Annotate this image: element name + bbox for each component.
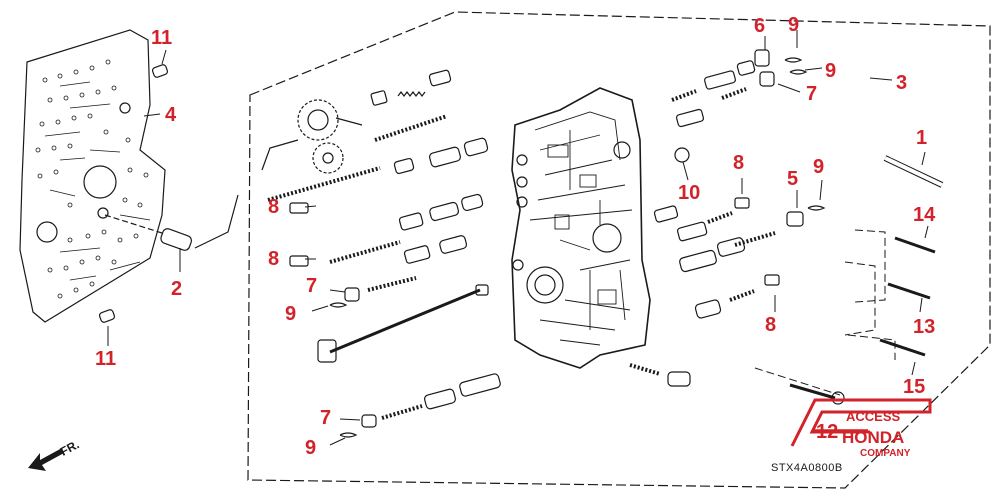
callout-5: 5 — [787, 168, 799, 190]
logo-line1: ACCESS — [846, 409, 901, 424]
callout-9-left: 9 — [285, 303, 297, 325]
pipe-part — [104, 194, 239, 251]
callout-4: 4 — [165, 104, 177, 126]
callout-6: 6 — [754, 15, 766, 37]
dowel-pin-top — [151, 64, 169, 78]
callout-7-top: 7 — [806, 83, 818, 105]
callout-9-right: 9 — [813, 156, 825, 178]
diagram-code: STX4A0800B — [771, 462, 843, 474]
assembly-frame — [247, 11, 991, 489]
logo-line3: COMPANY — [860, 448, 911, 459]
callout-8-left-bottom: 8 — [268, 248, 280, 270]
clips — [289, 57, 826, 438]
dowel-pin-bottom — [98, 309, 116, 323]
springs-and-valves — [267, 69, 501, 428]
callout-1: 1 — [916, 127, 928, 149]
separator-plate — [19, 29, 166, 323]
callout-7-bottom: 7 — [320, 407, 332, 429]
callout-8-right-top: 8 — [733, 152, 745, 174]
callout-8-right-bottom: 8 — [765, 314, 777, 336]
callout-13: 13 — [913, 316, 936, 338]
callout-10: 10 — [678, 182, 701, 204]
callout-12: 12 — [816, 421, 839, 443]
callout-14: 14 — [913, 204, 936, 226]
callout-11-top: 11 — [151, 27, 173, 49]
valve-body — [511, 87, 651, 369]
callout-9-top-a: 9 — [788, 14, 800, 36]
callout-15: 15 — [903, 376, 926, 398]
bolt-brackets — [754, 229, 896, 396]
gear-assembly — [261, 99, 363, 174]
front-arrow-icon — [28, 448, 64, 471]
access-honda-logo: ACCESS HONDA COMPANY — [790, 398, 932, 459]
callout-11-bottom: 11 — [95, 348, 117, 370]
callout-3: 3 — [896, 72, 908, 94]
callout-7-left: 7 — [306, 275, 318, 297]
callout-9-top-b: 9 — [825, 60, 837, 82]
right-springs-and-valves — [629, 49, 944, 405]
callout-9-bottom: 9 — [305, 437, 317, 459]
logo-line2: HONDA — [842, 428, 904, 447]
leader-lines — [107, 30, 929, 446]
callout-2: 2 — [171, 278, 183, 300]
callout-8-left-top: 8 — [268, 196, 280, 218]
